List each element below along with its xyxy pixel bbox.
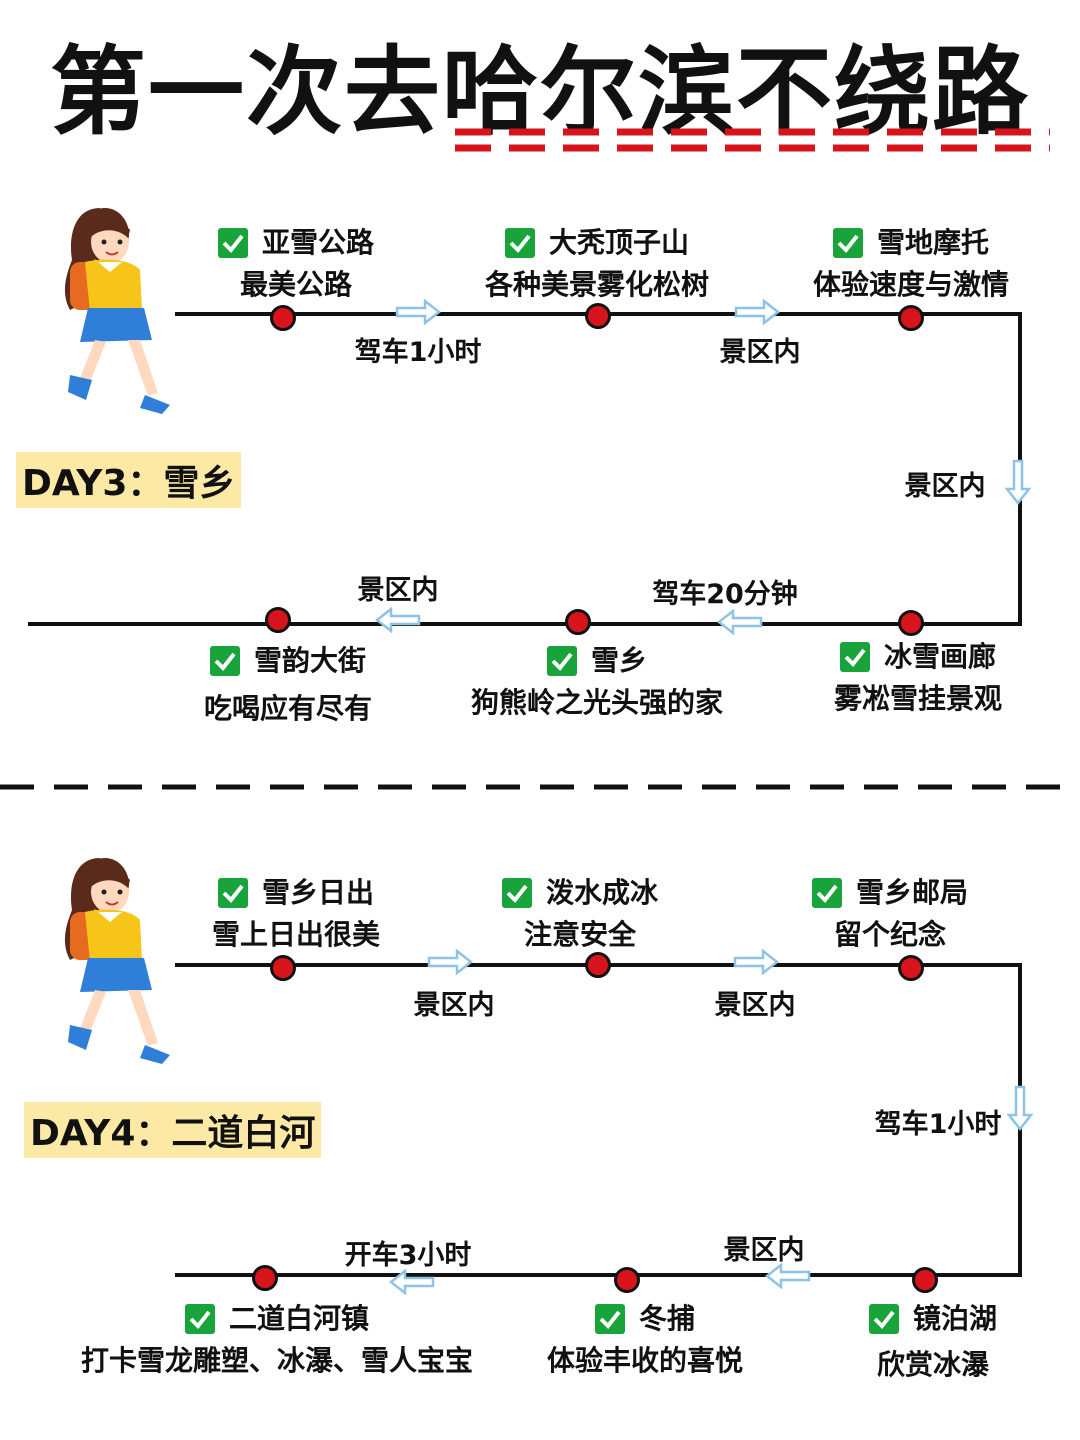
- day4-leg-1: 景区内: [413, 990, 495, 1021]
- arrow-left-icon: [375, 607, 421, 633]
- stop-desc: 欣赏冰瀑: [876, 1348, 990, 1381]
- arrow-down-icon: [1007, 1085, 1033, 1131]
- day3-stop-dot-1: [270, 305, 296, 331]
- stop-desc: 雾凇雪挂景观: [833, 682, 1003, 715]
- day3-stop-3: 雪地摩托 体验速度与激情: [813, 222, 1009, 306]
- stop-name: 雪乡邮局: [855, 876, 969, 909]
- arrow-right-icon: [734, 299, 780, 325]
- day3-stop-dot-4: [898, 610, 924, 636]
- stop-name: 雪地摩托: [876, 226, 990, 259]
- day4-stop-dot-6: [252, 1265, 278, 1291]
- day4-leg-2: 景区内: [714, 990, 796, 1021]
- day3-leg-2: 景区内: [719, 337, 801, 368]
- day3-stop-6: 雪韵大街 吃喝应有尽有: [204, 640, 372, 730]
- check-icon: [594, 1304, 625, 1334]
- stop-desc: 体验速度与激情: [812, 268, 1010, 301]
- arrow-down-icon: [1005, 459, 1031, 505]
- day4-stop-1: 雪乡日出 雪上日出很美: [212, 872, 380, 956]
- day3-route-bottom: [28, 622, 1022, 626]
- stop-name: 冰雪画廊: [883, 640, 997, 673]
- day3-stop-5: 雪乡 狗熊岭之光头强的家: [471, 640, 723, 724]
- stop-name: 大秃顶子山: [548, 226, 690, 259]
- day4-leg-3: 驾车1小时: [874, 1109, 1002, 1140]
- stop-desc: 最美公路: [239, 268, 353, 301]
- stop-desc: 吃喝应有尽有: [203, 692, 373, 725]
- stop-name: 泼水成冰: [545, 876, 659, 909]
- arrow-left-icon: [389, 1269, 435, 1295]
- day4-stop-dot-3: [898, 955, 924, 981]
- stop-desc: 各种美景雾化松树: [484, 268, 710, 301]
- day3-stop-1: 亚雪公路 最美公路: [217, 222, 375, 306]
- check-icon: [217, 878, 248, 908]
- stop-name: 冬捕: [638, 1302, 696, 1335]
- day4-stop-2: 泼水成冰 注意安全: [501, 872, 659, 956]
- stop-desc: 体验丰收的喜悦: [546, 1344, 744, 1377]
- day4-stop-6: 二道白河镇 打卡雪龙雕塑、冰瀑、雪人宝宝: [81, 1298, 473, 1382]
- stop-name: 亚雪公路: [261, 226, 375, 259]
- title-dashed-underline: [455, 128, 1050, 152]
- stop-name: 雪乡: [590, 644, 648, 677]
- arrow-right-icon: [733, 949, 779, 975]
- arrow-right-icon: [427, 949, 473, 975]
- day4-route-bottom: [175, 1273, 1022, 1277]
- day4-stop-dot-5: [614, 1267, 640, 1293]
- stop-name: 雪韵大街: [253, 644, 367, 677]
- day3-stop-2: 大秃顶子山 各种美景雾化松树: [485, 222, 709, 306]
- day4-leg-5: 开车3小时: [344, 1240, 472, 1271]
- stop-desc: 注意安全: [523, 918, 637, 951]
- check-icon: [504, 228, 535, 258]
- check-icon: [546, 646, 577, 676]
- girl-illustration: [64, 208, 170, 414]
- stop-name: 镜泊湖: [912, 1302, 998, 1335]
- stop-name: 雪乡日出: [261, 876, 375, 909]
- check-icon: [209, 646, 240, 676]
- day4-stop-5: 冬捕 体验丰收的喜悦: [547, 1298, 743, 1382]
- day3-leg-3: 景区内: [904, 471, 986, 502]
- day3-stop-dot-6: [265, 607, 291, 633]
- stop-desc: 打卡雪龙雕塑、冰瀑、雪人宝宝: [80, 1344, 474, 1377]
- arrow-right-icon: [395, 299, 441, 325]
- day4-leg-4: 景区内: [723, 1235, 805, 1266]
- day4-stop-3: 雪乡邮局 留个纪念: [811, 872, 969, 956]
- section-divider: [0, 784, 1080, 790]
- day4-stop-dot-1: [270, 955, 296, 981]
- day3-leg-5: 景区内: [357, 575, 439, 606]
- day3-tag: DAY3：雪乡: [16, 452, 242, 508]
- arrow-left-icon: [717, 609, 763, 635]
- check-icon: [839, 642, 870, 672]
- check-icon: [832, 228, 863, 258]
- day3-stop-dot-5: [565, 609, 591, 635]
- girl-illustration: [64, 858, 170, 1064]
- stop-desc: 雪上日出很美: [211, 918, 381, 951]
- day4-stop-4: 镜泊湖 欣赏冰瀑: [868, 1298, 998, 1386]
- check-icon: [501, 878, 532, 908]
- check-icon: [811, 878, 842, 908]
- check-icon: [217, 228, 248, 258]
- stop-desc: 狗熊岭之光头强的家: [470, 686, 724, 719]
- arrow-left-icon: [765, 1263, 811, 1289]
- stop-name: 二道白河镇: [228, 1302, 370, 1335]
- day3-leg-1: 驾车1小时: [354, 337, 482, 368]
- stop-desc: 留个纪念: [833, 918, 947, 951]
- day4-stop-dot-2: [585, 952, 611, 978]
- day3-leg-4: 驾车20分钟: [652, 579, 798, 610]
- day4-stop-dot-4: [912, 1267, 938, 1293]
- day3-stop-dot-3: [898, 305, 924, 331]
- day3-stop-dot-2: [585, 303, 611, 329]
- day3-stop-4: 冰雪画廊 雾凇雪挂景观: [834, 636, 1002, 720]
- check-icon: [184, 1304, 215, 1334]
- check-icon: [868, 1304, 899, 1334]
- day4-tag: DAY4：二道白河: [24, 1102, 322, 1158]
